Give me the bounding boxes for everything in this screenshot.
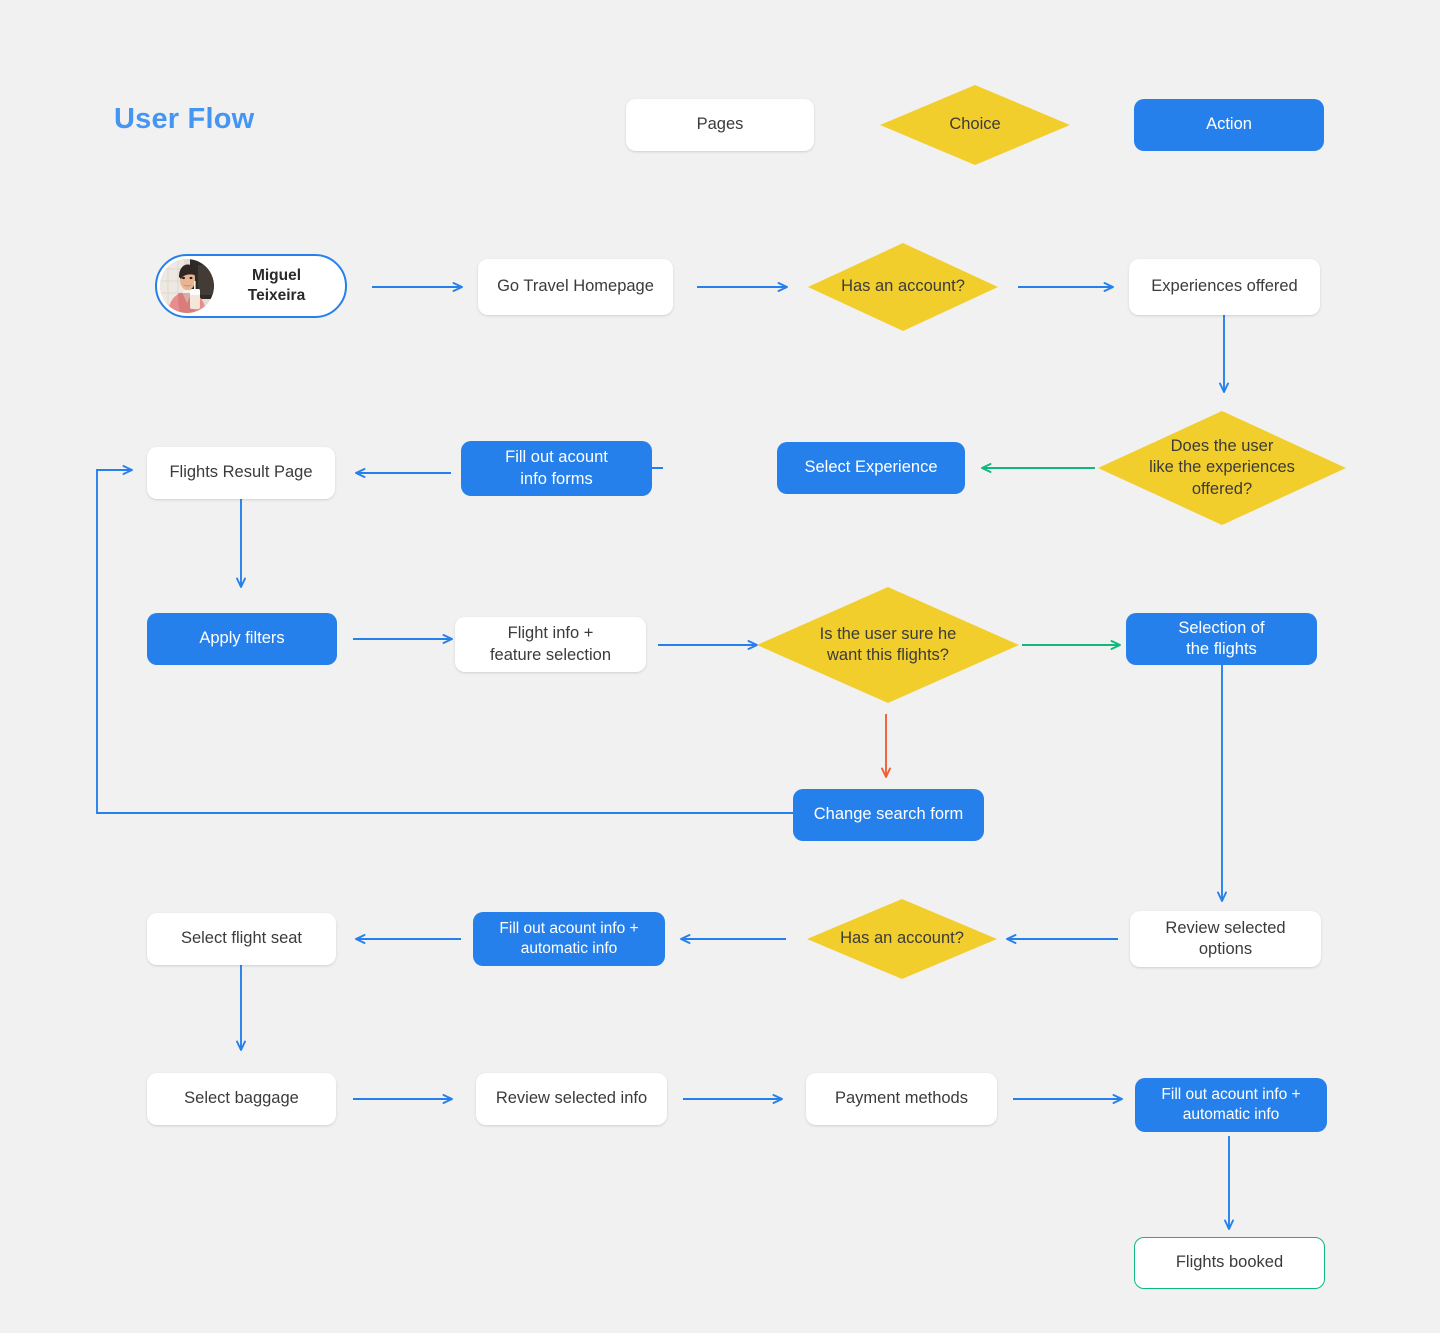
node-label: Payment methods — [835, 1089, 968, 1108]
node-label: Select baggage — [184, 1089, 299, 1108]
node-label: Flights Result Page — [169, 463, 313, 482]
node-label: Does the user like the experiences offer… — [1149, 437, 1295, 498]
node-flights-result-page[interactable]: Flights Result Page — [147, 447, 335, 499]
avatar — [160, 259, 214, 313]
persona-node[interactable]: Miguel Teixeira — [155, 254, 347, 318]
node-label: Go Travel Homepage — [497, 277, 654, 296]
node-label: Select Experience — [804, 458, 938, 477]
persona-name-line1: Miguel — [251, 266, 302, 284]
node-fill-out-acount-info-automatic-2[interactable]: Fill out acount info + automatic info — [1135, 1078, 1327, 1132]
node-payment-methods[interactable]: Payment methods — [806, 1073, 997, 1125]
node-label: Experiences offered — [1151, 277, 1298, 296]
node-select-baggage[interactable]: Select baggage — [147, 1073, 336, 1125]
node-fill-out-acount-info-automatic-1[interactable]: Fill out acount info + automatic info — [473, 912, 665, 966]
node-fill-out-acount-info-forms[interactable]: Fill out acount info forms — [461, 441, 652, 496]
node-label: Review selected options — [1165, 918, 1286, 958]
node-select-flight-seat[interactable]: Select flight seat — [147, 913, 336, 965]
node-flights-booked[interactable]: Flights booked — [1134, 1237, 1325, 1289]
node-label: Fill out acount info forms — [505, 448, 608, 488]
legend-pages-label: Pages — [696, 115, 744, 134]
persona-name-line2: Teixeira — [247, 287, 306, 304]
node-label: Apply filters — [199, 629, 285, 648]
legend-action: Action — [1134, 99, 1324, 151]
node-review-selected-info[interactable]: Review selected info — [476, 1073, 667, 1125]
node-has-an-account-1[interactable]: Has an account? — [808, 243, 998, 331]
legend-pages: Pages — [626, 99, 814, 151]
node-label: Fill out acount info + automatic info — [499, 920, 639, 957]
page-title: User Flow — [114, 103, 255, 135]
node-change-search-form[interactable]: Change search form — [793, 789, 984, 841]
legend-choice-label: Choice — [949, 115, 1001, 134]
node-label: Change search form — [813, 805, 964, 824]
node-label: Fill out acount info + automatic info — [1161, 1086, 1301, 1123]
node-label: Flights booked — [1175, 1253, 1284, 1272]
node-label: Select flight seat — [180, 929, 303, 948]
node-label: Is the user sure he want this flights? — [819, 624, 957, 664]
node-has-an-account-2[interactable]: Has an account? — [807, 899, 997, 979]
node-does-user-like-experiences[interactable]: Does the user like the experiences offer… — [1098, 411, 1346, 525]
node-experiences-offered[interactable]: Experiences offered — [1129, 259, 1320, 315]
node-label: Has an account? — [841, 277, 965, 296]
node-label: Review selected info — [495, 1089, 648, 1108]
node-flight-info-feature-selection[interactable]: Flight info + feature selection — [455, 617, 646, 672]
persona-name: Miguel Teixeira — [214, 266, 345, 306]
node-apply-filters[interactable]: Apply filters — [147, 613, 337, 665]
node-is-user-sure[interactable]: Is the user sure he want this flights? — [757, 587, 1019, 703]
node-review-selected-options[interactable]: Review selected options — [1130, 911, 1321, 967]
node-label: Has an account? — [840, 929, 964, 948]
legend-action-label: Action — [1206, 115, 1252, 134]
node-select-experience[interactable]: Select Experience — [777, 442, 965, 494]
node-label: Selection of the flights — [1178, 618, 1265, 658]
node-go-travel-homepage[interactable]: Go Travel Homepage — [478, 259, 673, 315]
node-label: Flight info + feature selection — [489, 624, 612, 664]
legend-choice: Choice — [880, 85, 1070, 165]
node-selection-of-the-flights[interactable]: Selection of the flights — [1126, 613, 1317, 665]
